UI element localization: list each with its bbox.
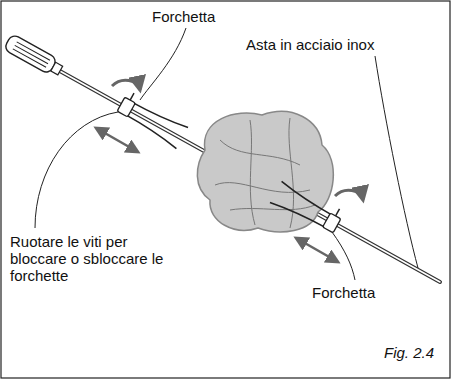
leader-line bbox=[140, 28, 186, 100]
slide-arrow bbox=[96, 128, 138, 152]
leader-line bbox=[35, 112, 118, 228]
leader-line bbox=[332, 232, 355, 280]
string-tie bbox=[215, 118, 315, 228]
rotate-arrow bbox=[335, 190, 363, 200]
figure-caption: Fig. 2.4 bbox=[384, 344, 434, 361]
part-label: Ruotare le viti per bloccare o sbloccare… bbox=[10, 233, 170, 284]
part-label: Forchetta bbox=[152, 8, 242, 25]
leader-line bbox=[375, 56, 418, 268]
meat bbox=[197, 111, 333, 231]
part-label: Forchetta bbox=[312, 284, 402, 301]
left-fork bbox=[115, 90, 190, 148]
slide-arrow bbox=[296, 238, 338, 262]
part-label: Asta in acciaio inox bbox=[246, 36, 446, 53]
rotate-arrow bbox=[112, 80, 140, 90]
handle bbox=[3, 34, 64, 79]
right-fork bbox=[270, 178, 345, 236]
